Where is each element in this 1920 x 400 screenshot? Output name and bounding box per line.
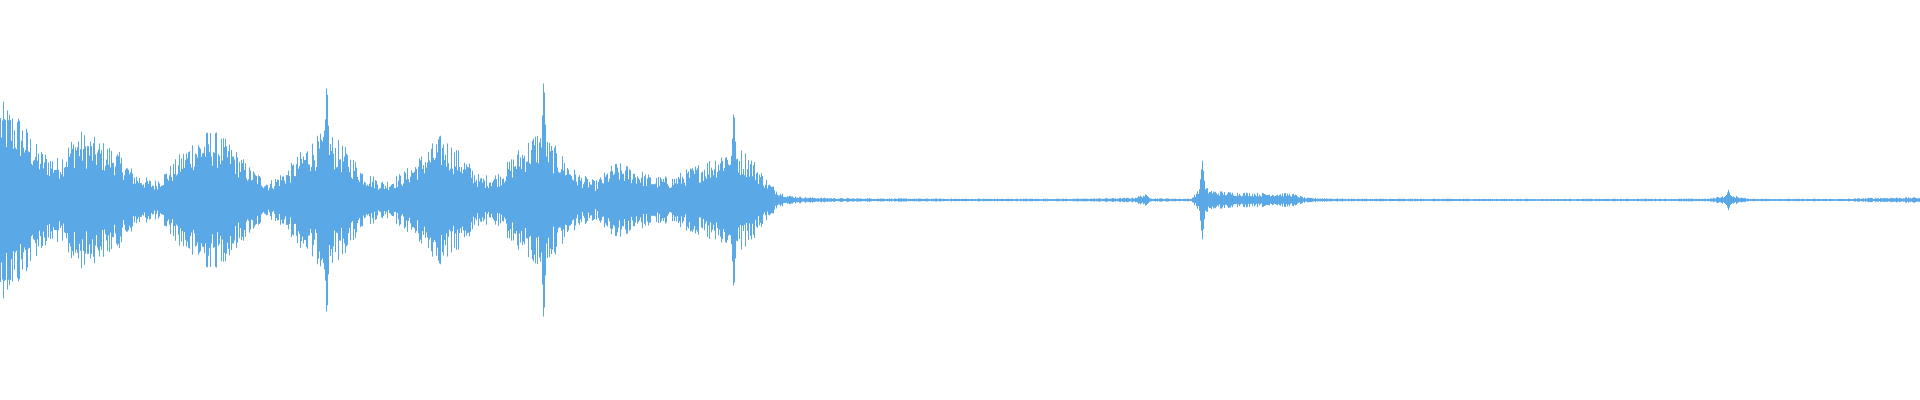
waveform-bars — [0, 83, 1920, 317]
